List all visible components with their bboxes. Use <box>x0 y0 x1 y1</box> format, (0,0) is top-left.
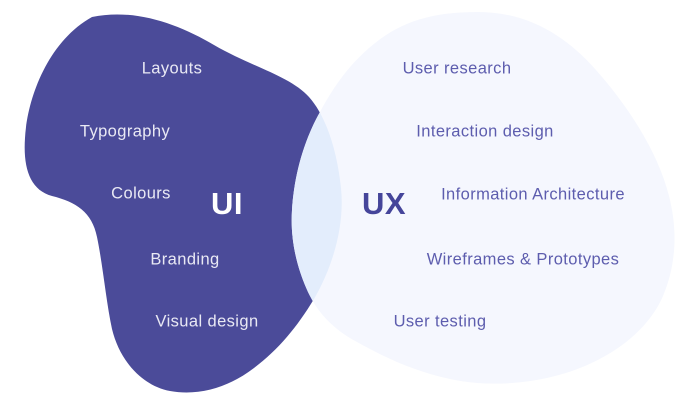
label-information-architecture: Information Architecture <box>441 185 625 204</box>
ux-blob-shape <box>291 12 675 384</box>
label-branding: Branding <box>150 250 220 269</box>
label-typography: Typography <box>79 122 171 141</box>
ui-title: UI <box>211 186 243 221</box>
label-visual-design: Visual design <box>155 312 259 331</box>
label-interaction-design: Interaction design <box>416 122 554 141</box>
ux-title: UX <box>361 186 407 221</box>
label-user-testing: User testing <box>393 312 487 331</box>
ui-blob-shape <box>24 14 342 393</box>
label-layouts: Layouts <box>141 59 203 78</box>
label-colours: Colours <box>111 184 171 203</box>
label-user-research: User research <box>402 59 512 78</box>
label-wireframes-prototypes: Wireframes & Prototypes <box>426 250 620 269</box>
